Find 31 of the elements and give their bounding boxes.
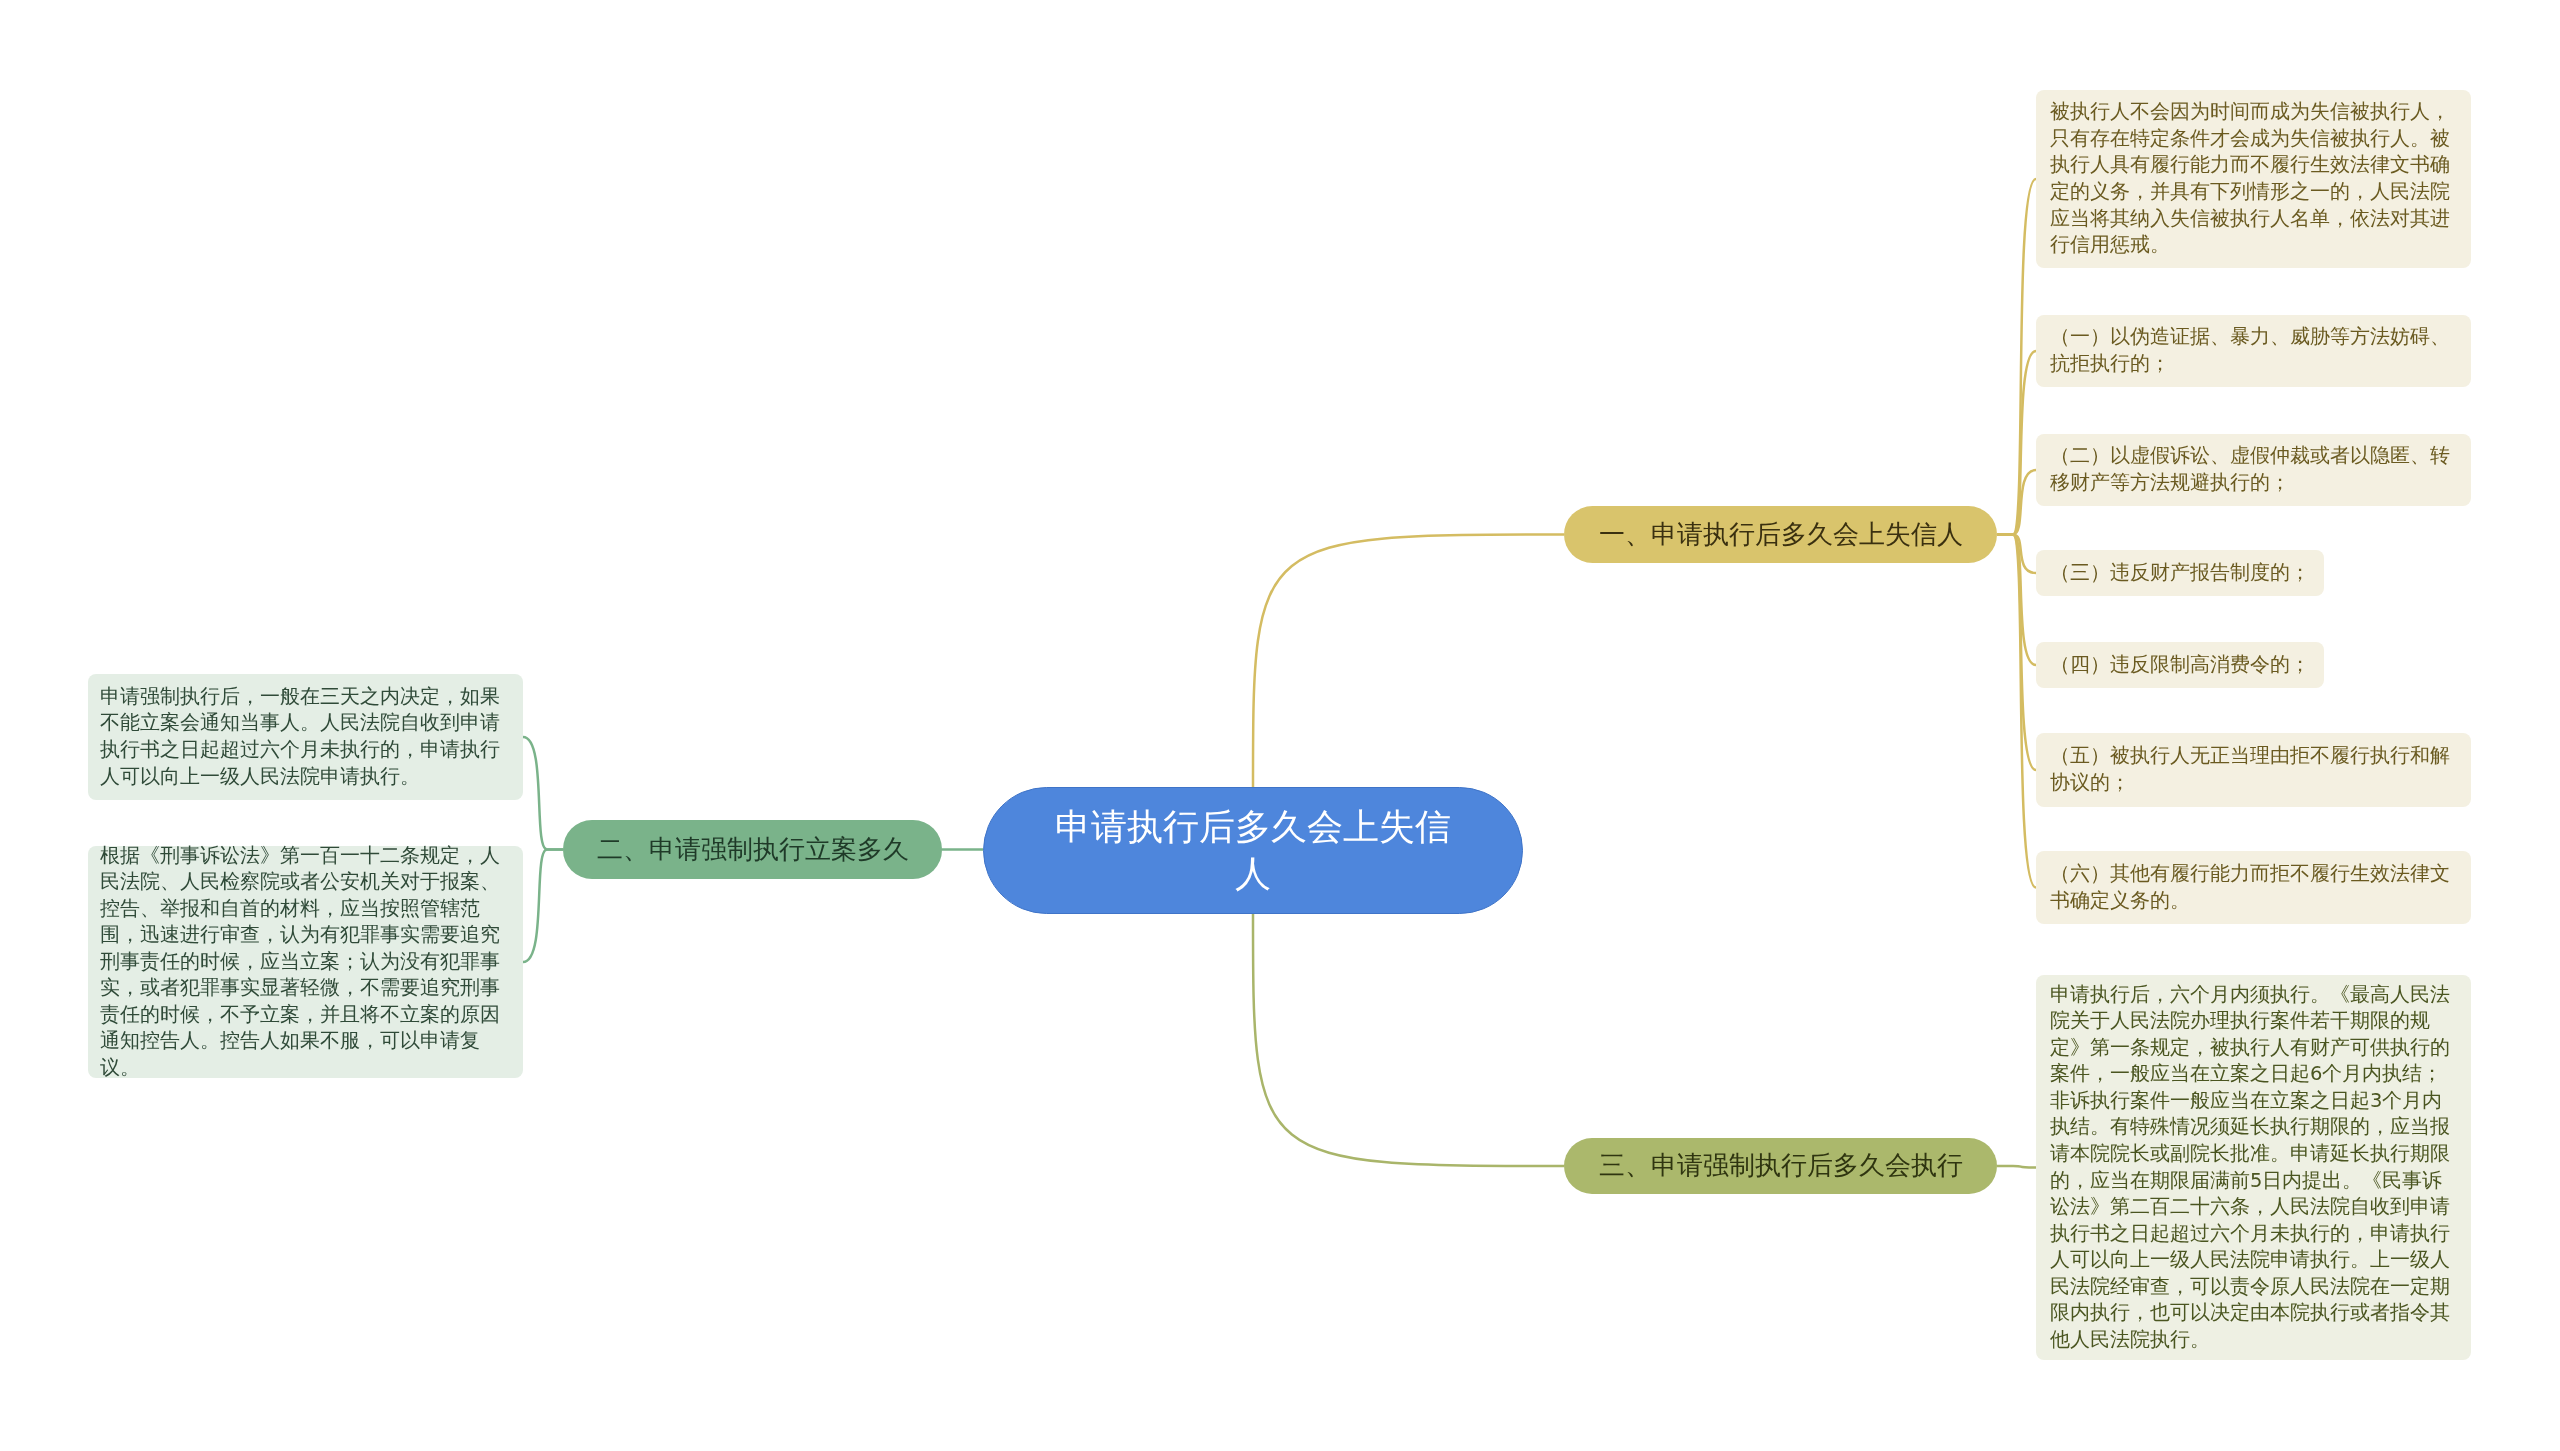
note-text: （四）违反限制高消费令的； xyxy=(2050,651,2310,678)
note-text: 被执行人不会因为时间而成为失信被执行人，只有存在特定条件才会成为失信被执行人。被执行人具有履行能力而不履行生效法律文书确定的义务，并具有下列情形之一的，人民法院应当将其纳入失信被执行人名单，依法对其进行信用惩戒。 xyxy=(2050,99,2451,259)
connector-line xyxy=(1997,533,2037,889)
connector-line xyxy=(1251,533,1564,787)
note-card xyxy=(2036,851,2471,924)
note-card xyxy=(2036,434,2471,506)
note-text: 申请强制执行后，一般在三天之内决定，如果不能立案会通知当事人。人民法院自收到申请执行书之日起超过六个月未执行的，申请执行人可以向上一级人民法院申请执行。 xyxy=(100,683,501,790)
note-card xyxy=(88,674,523,800)
note-text: （三）违反财产报告制度的； xyxy=(2050,559,2310,586)
connector-line xyxy=(1251,914,1564,1168)
branch-topic xyxy=(1564,1138,1997,1194)
note-card xyxy=(2036,733,2471,807)
note-text: （二）以虚假诉讼、虚假仲裁或者以隐匿、转移财产等方法规避执行的； xyxy=(2050,443,2451,496)
note-card xyxy=(2036,315,2471,387)
note-text: 申请执行后，六个月内须执行。《最高人民法院关于人民法院办理执行案件若干期限的规定》第一条规定，被执行人有财产可供执行的案件，一般应当在立案之日起6个月内执结；非诉执行案件一般应当在立案之日起3个月内执结。有特殊情况须延长执行期限的，应当报请本院院长或副院长批准。申请延长执行期限的，应当在期限届满前5日内提出。《民事诉讼法》第二百二十六条，人民法院自收到申请执行书之日起超过六个月未执行的，申请执行人可以向上一级人民法院申请执行。上一级人民法院经审查，可以责令原人民法院在一定期限内执行，也可以决定由本院执行或者指令其他人民法院执行。 xyxy=(2050,981,2451,1353)
topic-text: 申请执行后多久会上失信人 xyxy=(1054,804,1452,896)
note-card xyxy=(2036,550,2324,596)
topic-text: 二、申请强制执行立案多久 xyxy=(596,832,909,866)
note-text: （六）其他有履行能力而拒不履行生效法律文书确定义务的。 xyxy=(2050,861,2451,914)
note-text: （一）以伪造证据、暴力、威胁等方法妨碍、抗拒执行的； xyxy=(2050,324,2451,377)
connector-line xyxy=(942,848,983,851)
note-card xyxy=(2036,642,2324,688)
branch-topic xyxy=(563,820,942,879)
branch-topic xyxy=(1564,506,1997,563)
note-text: 根据《刑事诉讼法》第一百一十二条规定，人民法院、人民检察院或者公安机关对于报案、控告、举报和自首的材料，应当按照管辖范围，迅速进行审查，认为有犯罪事实需要追究刑事责任的时候，应当立案；认为没有犯罪事实，或者犯罪事实显著轻微，不需要追究刑事责任的时候，不予立案，并且将不立案的原因通知控告人。控告人如果不服，可以申请复议。 xyxy=(100,842,501,1081)
note-card xyxy=(2036,90,2471,268)
connector-line xyxy=(522,848,563,964)
note-text: （五）被执行人无正当理由拒不履行执行和解协议的； xyxy=(2050,743,2451,796)
connector-line xyxy=(1997,1164,2036,1169)
topic-text: 三、申请强制执行后多久会执行 xyxy=(1598,1149,1963,1183)
topic-text: 一、申请执行后多久会上失信人 xyxy=(1598,517,1963,551)
